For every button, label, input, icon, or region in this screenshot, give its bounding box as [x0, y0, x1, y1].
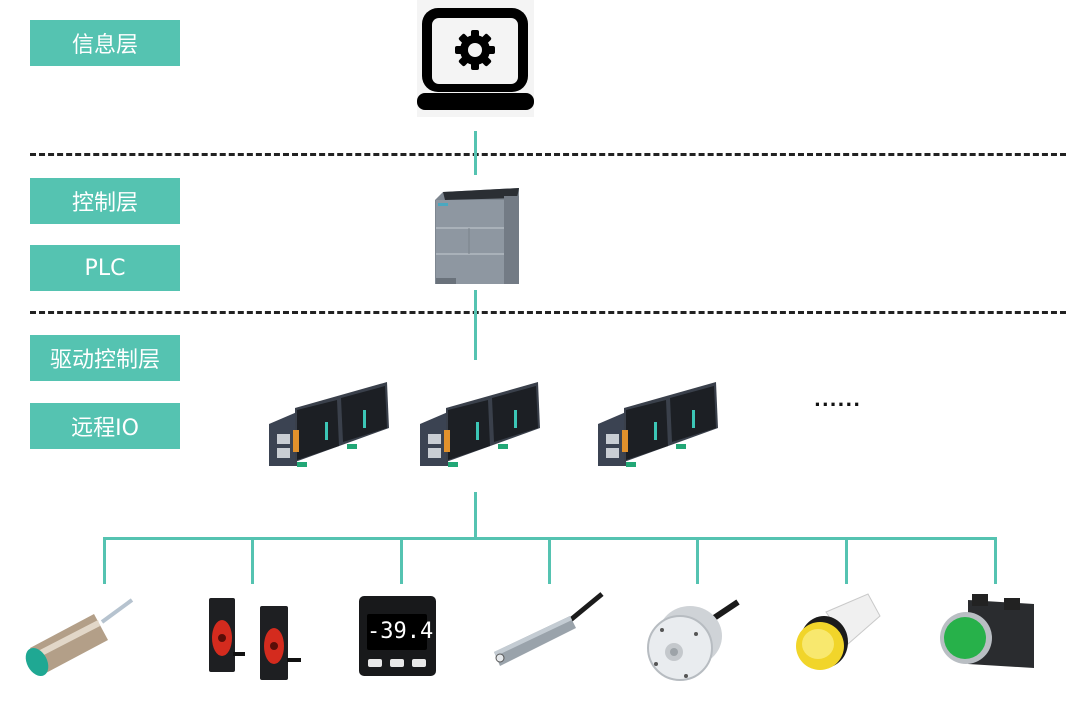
plc-icon — [435, 188, 519, 284]
bus-drop — [400, 537, 403, 584]
indicator-lamp-icon — [796, 593, 881, 670]
bus-drop — [845, 537, 848, 584]
bus-drop — [251, 537, 254, 584]
layer-label-control: 控制层 — [30, 178, 180, 224]
pressure-button — [412, 659, 426, 667]
bus-drop — [696, 537, 699, 584]
laptop-gear-icon — [417, 0, 534, 117]
layer-label-text: 远程IO — [71, 416, 139, 441]
magnetic-switch-sensor-icon — [494, 592, 604, 666]
inductive-proximity-sensor-icon — [25, 598, 134, 677]
layer-label-text: 驱动控制层 — [49, 348, 160, 373]
connector-laptop-plc — [474, 131, 477, 175]
layer-divider — [30, 153, 1066, 156]
pressure-button — [390, 659, 404, 667]
layer-label-remote-io: 远程IO — [30, 403, 180, 449]
push-button-icon — [940, 594, 1034, 668]
layer-divider — [30, 311, 1066, 314]
pressure-display: -39.4 — [367, 614, 433, 650]
layer-label-drive: 驱动控制层 — [30, 335, 180, 381]
remote-io-module-icon — [420, 382, 540, 467]
remote-io-module-icon — [269, 382, 389, 467]
layer-label-text: 信息层 — [71, 33, 138, 58]
pressure-sensor-icon: -39.4 — [359, 596, 436, 676]
more-modules-indicator: ...... — [814, 390, 862, 411]
bus-drop — [548, 537, 551, 584]
layer-label-text: PLC — [84, 255, 126, 281]
pressure-button — [368, 659, 382, 667]
remote-io-module-icon — [598, 382, 718, 467]
layer-label-plc: PLC — [30, 245, 180, 291]
rotary-encoder-icon — [647, 599, 740, 681]
bus-drop — [994, 537, 997, 584]
layer-label-text: 控制层 — [71, 191, 138, 216]
bus-drop — [103, 537, 106, 584]
photoelectric-sensor-icon — [209, 598, 301, 680]
connector-io-bus — [474, 492, 477, 540]
connector-plc-io — [474, 290, 477, 360]
gear-icon — [455, 30, 495, 70]
layer-label-info: 信息层 — [30, 20, 180, 66]
